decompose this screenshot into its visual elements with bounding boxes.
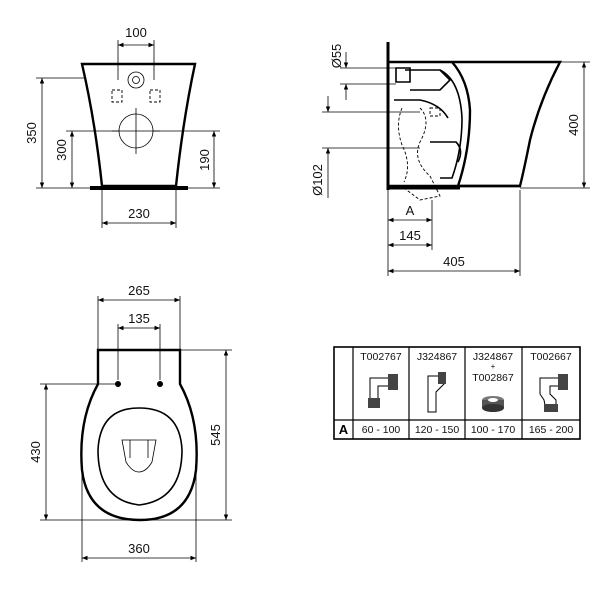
dim-side-a: A <box>406 203 415 218</box>
dim-top-fixing-spacing: 135 <box>128 311 150 326</box>
front-bracket-right <box>149 89 161 103</box>
table-col4-range: 165 - 200 <box>529 424 574 436</box>
dim-top-seat-width: 360 <box>128 541 150 556</box>
side-body-outline <box>388 60 562 188</box>
table-row-label: A <box>339 422 349 437</box>
side-trap-dashed <box>398 107 441 201</box>
table-col2-code: J324867 <box>417 351 457 363</box>
table-col2-range: 120 - 150 <box>415 424 460 436</box>
dim-front-total-height: 350 <box>24 122 39 144</box>
dim-front-outlet-height: 300 <box>54 139 69 161</box>
adapter-connector-icon <box>482 396 504 412</box>
table-col1-code: T002767 <box>360 351 402 363</box>
adapter-table: A T002767 60 - 100 J324867 120 - 150 J32… <box>333 346 581 440</box>
dim-side-depth: 405 <box>443 254 465 269</box>
dim-front-base-width: 230 <box>128 206 150 221</box>
dim-side-outlet-diameter: Ø102 <box>310 164 325 196</box>
dim-top-total-length: 545 <box>208 424 223 446</box>
dim-side-height: 400 <box>566 114 581 136</box>
side-view: Ø55 Ø102 400 A 145 405 <box>310 42 590 276</box>
adapter-bend-icon <box>368 374 398 408</box>
adapter-straight-icon <box>427 372 446 413</box>
table-col3-range: 100 - 170 <box>471 424 516 436</box>
front-inlet-hole-inner <box>132 76 140 84</box>
table-col3-code: J324867 <box>473 351 513 363</box>
front-view: 100 350 300 190 230 <box>24 25 220 228</box>
adapter-offset-bend-icon <box>539 374 568 412</box>
dim-top-outer-width: 265 <box>128 283 150 298</box>
table-col3-code2: T002867 <box>472 372 514 384</box>
front-inlet-hole <box>127 71 145 89</box>
dim-side-inlet-diameter: Ø55 <box>329 44 344 69</box>
top-fixing-hole-right <box>157 381 163 387</box>
dim-side-outlet-offset: 145 <box>399 228 421 243</box>
table-col4-code: T002667 <box>530 351 572 363</box>
table-col1-range: 60 - 100 <box>362 424 401 436</box>
dim-top-fixing-to-front: 430 <box>28 441 43 463</box>
front-bracket-left <box>111 89 123 103</box>
dim-front-inlet-height: 190 <box>197 149 212 171</box>
top-seat-opening <box>97 407 183 506</box>
table-col3-plus: + <box>491 362 496 371</box>
top-view: 265 135 430 545 360 <box>28 283 232 562</box>
dim-front-top-width: 100 <box>125 25 147 40</box>
